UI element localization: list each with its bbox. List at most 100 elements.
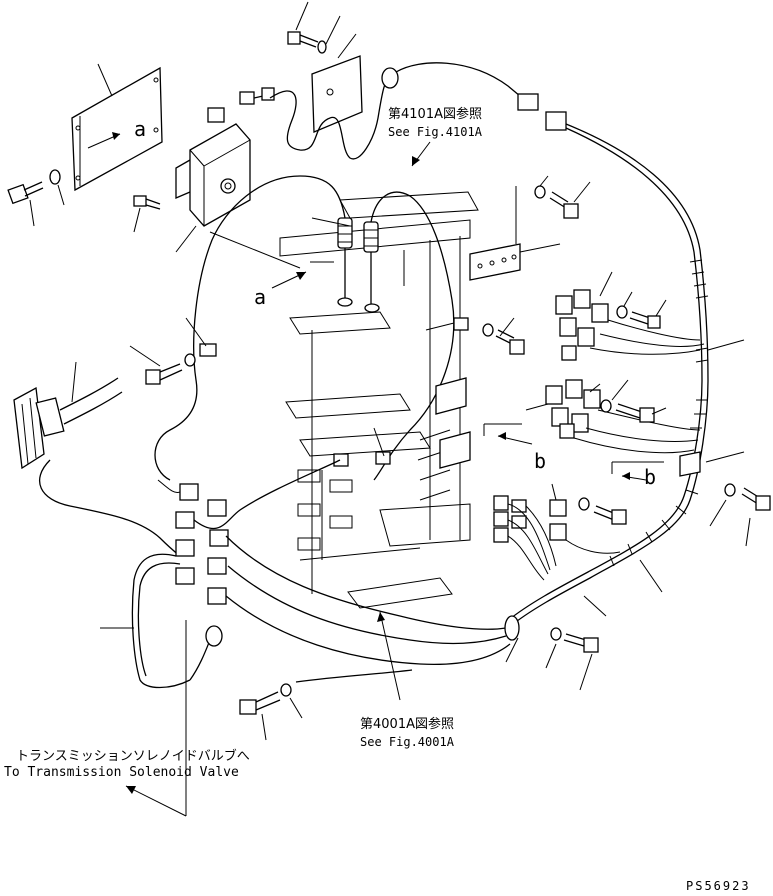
bracket-plate — [679, 451, 701, 477]
leader-line — [97, 63, 113, 97]
callout-b: b — [534, 449, 546, 473]
leader-line — [623, 291, 633, 307]
clamp-icon — [199, 343, 217, 357]
ref-top-jp: 第4101A図参照 — [388, 106, 482, 122]
harness-spiral — [59, 377, 119, 411]
cable-loop — [154, 175, 346, 481]
harness-coil — [269, 90, 331, 151]
leader-line — [525, 403, 549, 411]
solenoid-label-en: To Transmission Solenoid Valve — [4, 765, 239, 780]
leader-line — [579, 653, 593, 691]
relay-group-upper — [555, 289, 609, 361]
clamp-icon — [333, 453, 349, 467]
ref-bottom-jp: 第4001A図参照 — [360, 716, 454, 732]
leader-line — [745, 517, 751, 547]
washer-icon — [280, 683, 292, 697]
washer-icon — [578, 497, 590, 511]
leader-line — [373, 427, 385, 457]
leader-line — [185, 317, 207, 347]
leader-line — [129, 345, 161, 367]
leader-line — [639, 559, 663, 593]
bolt-icon — [593, 505, 627, 525]
grommet-icon — [381, 67, 399, 89]
leader-line — [519, 243, 561, 253]
leader-line — [71, 361, 77, 403]
bolt-icon — [741, 487, 771, 511]
solenoid-label-jp: トランスミッションソレノイドバルブへ — [16, 748, 250, 764]
leader-line — [29, 199, 35, 227]
ref-top-en: See Fig.4101A — [388, 125, 483, 139]
multi-pin-connector — [13, 386, 65, 470]
solenoid-connector — [205, 625, 223, 647]
ref-bottom-en: See Fig.4001A — [360, 735, 455, 749]
harness-spiral — [609, 259, 709, 567]
washer-icon — [49, 169, 61, 185]
main-harness — [507, 123, 709, 629]
leader-line — [551, 483, 557, 501]
washer-icon — [317, 40, 327, 54]
reference-arrow — [379, 611, 401, 701]
washer-icon — [184, 353, 196, 367]
washer-icon — [724, 483, 736, 497]
leader-line — [545, 643, 557, 669]
washer-icon — [600, 399, 612, 413]
leader-line — [325, 15, 341, 45]
washer-icon — [616, 305, 628, 319]
harness — [39, 459, 181, 557]
bolt-icon — [287, 31, 319, 48]
leader-line — [539, 175, 549, 187]
callout-b: b — [644, 465, 656, 489]
solenoid-harness — [131, 553, 191, 689]
connector-cluster — [175, 483, 229, 605]
leader-line — [589, 383, 601, 393]
leader-line — [425, 321, 459, 331]
leader-line — [573, 181, 591, 203]
leader-line — [705, 451, 745, 463]
leader-line — [57, 184, 65, 206]
bolt-icon — [629, 311, 661, 329]
callout-a: a — [254, 285, 266, 309]
bolt-icon — [549, 191, 579, 219]
callout-a: a — [134, 117, 146, 141]
leader-line — [709, 499, 727, 527]
leader-line — [261, 713, 267, 741]
leader-line — [295, 1, 309, 31]
leader-line — [611, 379, 629, 401]
connector-icon — [239, 91, 255, 105]
leader-line — [655, 299, 667, 317]
bracket-plate — [439, 431, 471, 469]
cable-connector — [337, 217, 380, 313]
bolt-icon — [133, 195, 161, 210]
leader-line — [651, 407, 667, 415]
bolt-icon — [239, 691, 281, 715]
leader-line — [175, 225, 197, 253]
connector-icon — [517, 93, 539, 111]
grommet-icon — [504, 615, 520, 641]
leader-line — [583, 595, 607, 617]
connector-icon — [545, 111, 567, 131]
controller-box — [175, 107, 251, 227]
washer-icon — [482, 323, 494, 337]
leader-line — [505, 637, 519, 663]
leader-line — [599, 271, 613, 297]
mounting-plate — [311, 33, 363, 133]
leader-line — [311, 217, 351, 227]
harness — [225, 535, 507, 630]
leader-line — [289, 697, 303, 719]
drawing-number: PS56923 — [686, 879, 751, 893]
bolt-icon — [495, 329, 525, 355]
bolt-icon — [7, 181, 44, 205]
relay-group-middle — [545, 379, 601, 439]
leader-line — [707, 339, 745, 351]
clamp-icon — [453, 317, 469, 331]
leader-line — [499, 317, 515, 337]
slotted-bracket — [469, 243, 521, 281]
washer-icon — [534, 185, 546, 199]
bracket-plate — [435, 377, 467, 415]
connector-stack — [493, 495, 567, 543]
bolt-icon — [145, 363, 183, 385]
leader-line — [133, 207, 141, 233]
washer-icon — [550, 627, 562, 641]
